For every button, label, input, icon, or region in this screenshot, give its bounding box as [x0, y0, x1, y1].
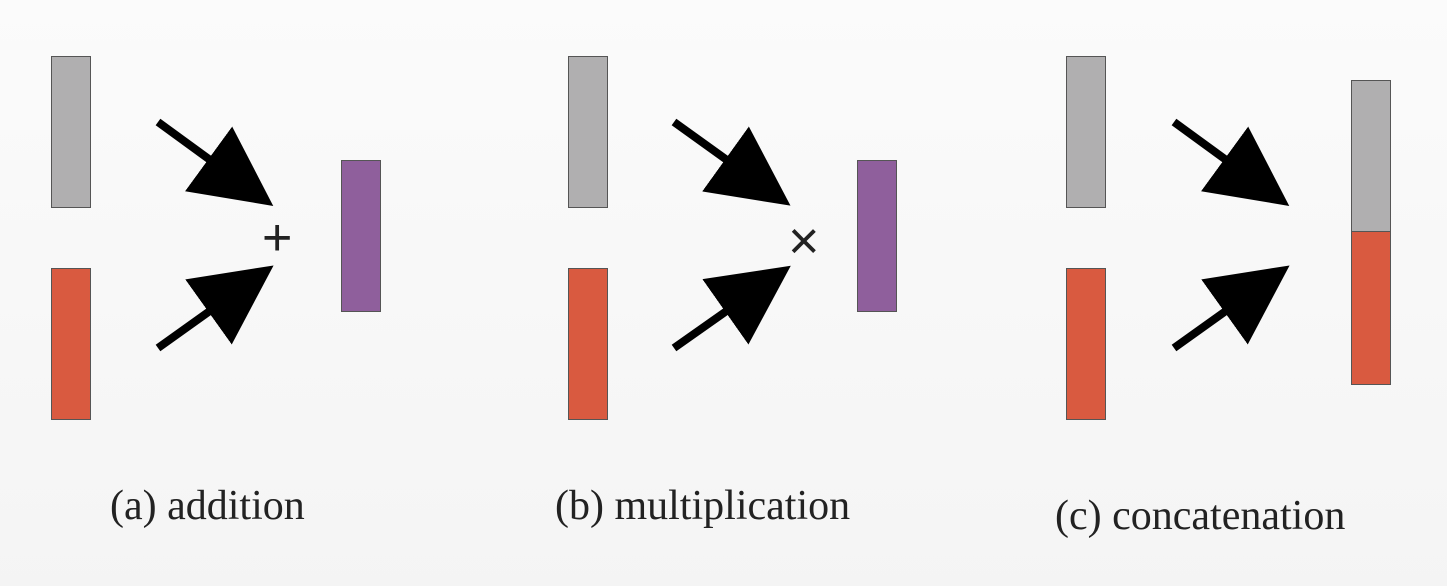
output-vector-purple-b — [857, 160, 897, 312]
arrow-b-bottom — [671, 265, 791, 352]
caption-concatenation: (c) concatenation — [1055, 493, 1346, 539]
input-vector-gray-c — [1066, 56, 1106, 208]
plus-operator-icon: + — [262, 209, 293, 267]
input-vector-red-c — [1066, 268, 1106, 420]
arrow-c-top — [1171, 118, 1290, 206]
input-vector-gray-b — [568, 56, 608, 208]
arrow-b-top — [671, 118, 791, 206]
arrow-c-bottom — [1171, 265, 1290, 352]
multiply-operator-icon: × — [788, 211, 820, 271]
output-vector-purple-a — [341, 160, 381, 312]
arrow-a-top — [155, 118, 274, 206]
input-vector-red-a — [51, 268, 91, 420]
input-vector-gray-a — [51, 56, 91, 208]
input-vector-red-b — [568, 268, 608, 420]
arrow-a-bottom — [155, 265, 274, 352]
output-segment-red-c — [1351, 231, 1391, 385]
output-segment-gray-c — [1351, 80, 1391, 233]
caption-multiplication: (b) multiplication — [555, 483, 851, 529]
caption-addition: (a) addition — [110, 483, 305, 529]
